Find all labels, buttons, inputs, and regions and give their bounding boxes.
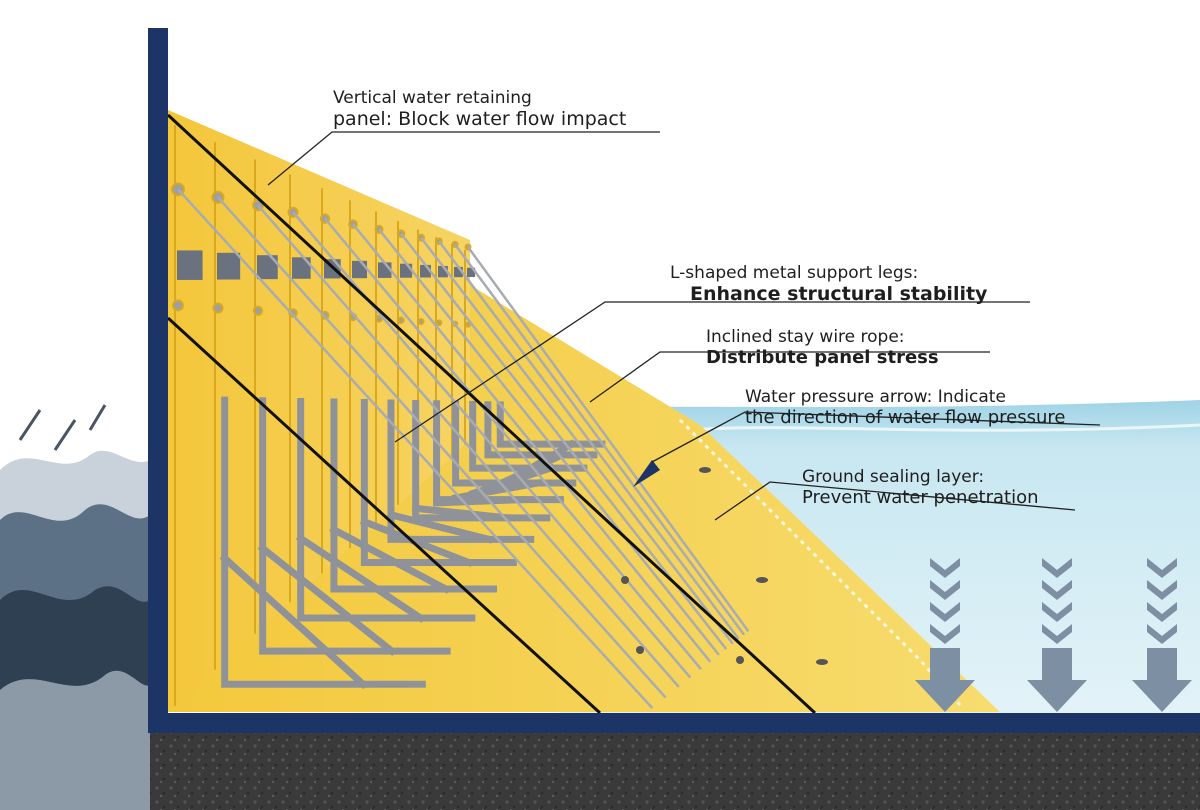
- l-leg-brace: [437, 500, 524, 503]
- bolt-head: [398, 318, 403, 323]
- label-stay-wire-rope-line2: Distribute panel stress: [706, 347, 939, 369]
- label-support-legs-line2: Enhance structural stability: [690, 283, 987, 306]
- frame-vertical: [148, 28, 168, 733]
- label-retaining-panel-line1: Vertical water retaining: [333, 88, 626, 108]
- bolt-head: [466, 323, 470, 327]
- label-water-pressure-arrow-line1: Water pressure arrow: Indicate: [745, 387, 1065, 407]
- rough-water-left: [0, 405, 150, 810]
- label-stay-wire-rope: Inclined stay wire rope: Distribute pane…: [706, 327, 939, 369]
- label-ground-sealing-layer: Ground sealing layer: Prevent water pene…: [802, 467, 1039, 509]
- panel-window: [352, 261, 367, 278]
- label-water-pressure-arrow-line2: the direction of water flow pressure: [745, 407, 1065, 429]
- label-retaining-panel: Vertical water retaining panel: Block wa…: [333, 88, 626, 131]
- label-support-legs: L-shaped metal support legs: Enhance str…: [670, 263, 987, 306]
- panel-window: [217, 253, 240, 280]
- label-stay-wire-rope-line1: Inclined stay wire rope:: [706, 327, 939, 347]
- label-support-legs-line1: L-shaped metal support legs:: [670, 263, 987, 283]
- label-retaining-panel-line2: panel: Block water flow impact: [333, 108, 626, 131]
- bolt-head: [213, 304, 222, 313]
- bolt-head: [173, 301, 183, 311]
- label-ground-sealing-layer-line1: Ground sealing layer:: [802, 467, 1039, 487]
- bolt-head: [254, 307, 262, 315]
- panel-window: [400, 264, 412, 278]
- label-water-pressure-arrow: Water pressure arrow: Indicate the direc…: [745, 387, 1065, 429]
- frame-horizontal: [148, 713, 1200, 733]
- bolt-head: [437, 320, 442, 325]
- label-ground-sealing-layer-line2: Prevent water penetration: [802, 487, 1039, 509]
- bolt-head: [418, 319, 423, 324]
- soil-ground: [150, 733, 1200, 810]
- panel-window: [177, 250, 203, 280]
